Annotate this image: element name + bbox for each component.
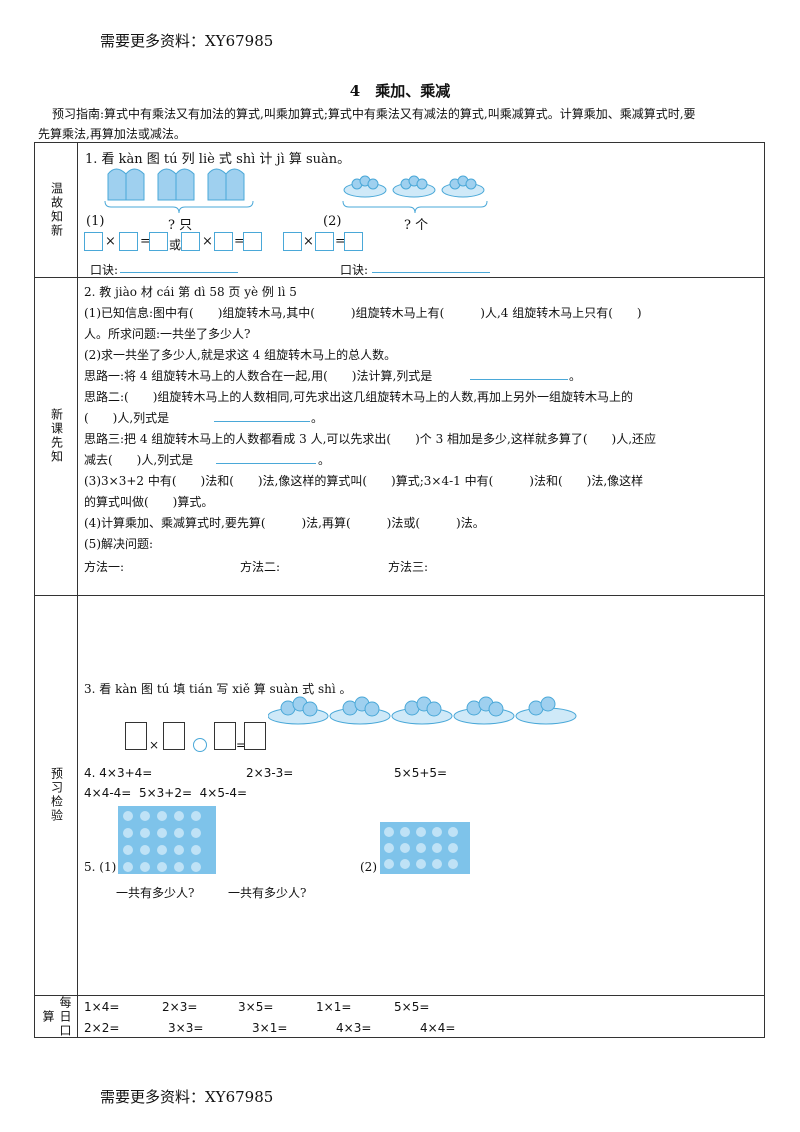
answer-box[interactable] — [344, 232, 363, 251]
oral-item: 5×5= — [394, 1000, 430, 1014]
section-label-text: 新课先知 — [49, 408, 64, 464]
people-group-figure-1 — [118, 806, 216, 874]
or-label: 或 — [169, 238, 182, 252]
guide-line-1: 预习指南:算式中有乘法又有加法的算式,叫乘加算式;算式中有乘法又有减法的算式,叫… — [52, 107, 696, 121]
equals-sign: = — [236, 738, 247, 752]
q4-item: 5×5+5= — [394, 766, 448, 780]
q2-line: (5)解决问题: — [84, 537, 154, 551]
q5-label-1: 5. (1) — [84, 860, 117, 874]
koujue-line-2[interactable] — [372, 272, 490, 273]
q2-line: 人。所求问题:一共坐了多少人? — [84, 327, 251, 341]
column-divider — [77, 143, 78, 1037]
section-label-new: 新课先知 — [35, 277, 77, 595]
answer-box[interactable] — [214, 232, 233, 251]
oral-item: 3×5= — [238, 1000, 274, 1014]
people-group-figure-2 — [380, 822, 470, 874]
page-title: 4 乘加、乘减 — [349, 82, 451, 100]
method-two: 方法二: — [240, 560, 281, 574]
q4-item: 2×3-3= — [246, 766, 294, 780]
answer-box[interactable] — [283, 232, 302, 251]
oral-item: 2×2= — [84, 1021, 120, 1035]
q2-line: (1)已知信息:图中有( )组旋转木马,其中( )组旋转木马上有( )人,4 组… — [84, 306, 642, 320]
section-label-text: 每日口算 — [41, 996, 72, 1038]
bowls-figure — [343, 175, 485, 198]
q2-line: (4)计算乘加、乘减算式时,要先算( )法,再算( )法或( )法。 — [84, 516, 485, 530]
operator-circle[interactable] — [193, 738, 207, 752]
oral-item: 1×4= — [84, 1000, 120, 1014]
q1-part1-question: ? 只 — [168, 218, 193, 233]
koujue-label-1: 口诀: — [90, 263, 119, 277]
section-label-text: 预习检验 — [49, 767, 64, 823]
answer-line[interactable] — [470, 379, 568, 380]
answer-box[interactable] — [163, 722, 185, 750]
answer-box[interactable] — [244, 722, 266, 750]
header-note: 需要更多资料：XY67985 — [100, 32, 274, 50]
section-label-text: 温故知新 — [49, 182, 64, 238]
footer-note: 需要更多资料：XY67985 — [100, 1088, 274, 1106]
oral-item: 3×1= — [252, 1021, 288, 1035]
q4-row-2: 4×4-4= 5×3+2= 4×5-4= — [84, 786, 248, 800]
q2-line: 思路一:将 4 组旋转木马上的人数合在一起,用( )法计算,列式是 — [84, 369, 433, 383]
mittens-figure — [107, 168, 245, 201]
times-sign: × — [149, 738, 160, 752]
q2-line: 思路三:把 4 组旋转木马上的人数都看成 3 人,可以先求出( )个 3 相加是… — [84, 432, 657, 446]
times-sign: × — [303, 234, 314, 249]
guide-line-2: 先算乘法,再算加法或减法。 — [38, 127, 186, 141]
row-divider-2 — [35, 595, 764, 596]
oral-item: 4×3= — [336, 1021, 372, 1035]
q3-heading: 3. 看 kàn 图 tú 填 tián 写 xiě 算 suàn 式 shì … — [84, 682, 352, 696]
q1-part1-label: (1) — [86, 214, 105, 229]
section-label-oral: 每日口算 — [35, 995, 77, 1039]
oral-item: 1×1= — [316, 1000, 352, 1014]
q2-line-end: 。 — [311, 411, 324, 425]
section-label-check: 预习检验 — [35, 595, 77, 995]
q2-line-end: 。 — [318, 453, 331, 467]
brace-2 — [342, 200, 488, 214]
oral-item: 2×3= — [162, 1000, 198, 1014]
answer-line[interactable] — [216, 463, 316, 464]
q5-label-2: (2) — [360, 860, 377, 874]
q2-heading: 2. 教 jiào 材 cái 第 dì 58 页 yè 例 lì 5 — [84, 285, 297, 299]
q1-part2-question: ? 个 — [404, 218, 429, 233]
answer-box[interactable] — [125, 722, 147, 750]
q2-line: ( )人,列式是 — [84, 411, 170, 425]
worksheet-table: 温故知新 新课先知 预习检验 每日口算 — [34, 142, 765, 1038]
row-divider-3 — [35, 995, 764, 996]
times-sign: × — [105, 234, 116, 249]
q4-item: 4. 4×3+4= — [84, 766, 153, 780]
answer-box[interactable] — [315, 232, 334, 251]
answer-box[interactable] — [181, 232, 200, 251]
koujue-label-2: 口诀: — [340, 263, 369, 277]
method-three: 方法三: — [388, 560, 429, 574]
brace-1 — [104, 200, 254, 214]
equals-sign: = — [335, 234, 346, 249]
q1-heading: 1. 看 kàn 图 tú 列 liè 式 shì 计 jì 算 suàn。 — [85, 152, 351, 167]
answer-box[interactable] — [84, 232, 103, 251]
equals-sign: = — [234, 234, 245, 249]
oral-item: 3×3= — [168, 1021, 204, 1035]
q2-line: 思路二:( )组旋转木马上的人数相同,可先求出这几组旋转木马上的人数,再加上另外… — [84, 390, 634, 404]
q2-line: 的算式叫做( )算式。 — [84, 495, 214, 509]
equals-sign: = — [140, 234, 151, 249]
q2-line: (3)3×3+2 中有( )法和( )法,像这样的算式叫( )算式;3×4-1 … — [84, 474, 644, 488]
answer-line[interactable] — [214, 421, 310, 422]
answer-box[interactable] — [119, 232, 138, 251]
q2-line: 减去( )人,列式是 — [84, 453, 194, 467]
answer-box[interactable] — [243, 232, 262, 251]
row-divider-1 — [35, 277, 764, 278]
oral-item: 4×4= — [420, 1021, 456, 1035]
q2-line-end: 。 — [569, 369, 582, 383]
q1-part2-label: (2) — [323, 214, 342, 229]
q5-question-1: 一共有多少人? — [116, 886, 195, 900]
q2-line: (2)求一共坐了多少人,就是求这 4 组旋转木马上的总人数。 — [84, 348, 397, 362]
times-sign: × — [202, 234, 213, 249]
koujue-line-1[interactable] — [120, 272, 238, 273]
q5-question-2: 一共有多少人? — [228, 886, 307, 900]
method-one: 方法一: — [84, 560, 125, 574]
plates-figure — [268, 696, 577, 725]
answer-box[interactable] — [149, 232, 168, 251]
answer-box[interactable] — [214, 722, 236, 750]
section-label-review: 温故知新 — [35, 143, 77, 277]
